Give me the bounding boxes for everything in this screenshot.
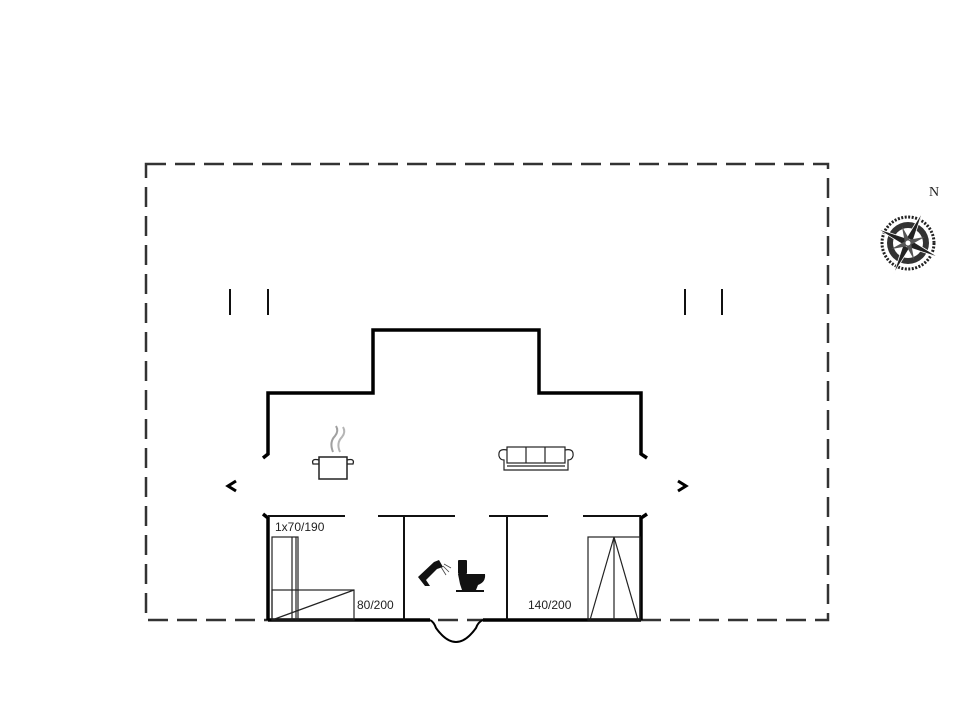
left-lower-wall xyxy=(261,512,270,620)
single-bed-label: 80/200 xyxy=(357,598,394,612)
terrace-outline xyxy=(144,162,830,622)
bunk-bed-label: 1x70/190 xyxy=(275,520,325,534)
top-wall xyxy=(261,328,648,460)
north-label: N xyxy=(929,185,940,200)
cooking-pot-icon xyxy=(311,425,355,480)
right-lower-wall xyxy=(639,512,648,620)
post-markers xyxy=(229,289,723,315)
interior-walls xyxy=(268,515,641,620)
entrance-bay xyxy=(429,619,484,644)
toilet-icon xyxy=(456,560,486,592)
sofa-icon xyxy=(498,446,574,471)
double-bed-icon xyxy=(587,536,641,621)
shower-icon xyxy=(418,560,452,586)
chevron-right-icon xyxy=(677,479,689,493)
single-bed-icon xyxy=(271,589,355,621)
bunk-bed-icon xyxy=(271,536,299,621)
double-bed-label: 140/200 xyxy=(528,598,572,612)
compass-rose-icon xyxy=(876,211,940,275)
exterior-walls xyxy=(261,328,648,622)
chevron-left-icon xyxy=(225,479,237,493)
